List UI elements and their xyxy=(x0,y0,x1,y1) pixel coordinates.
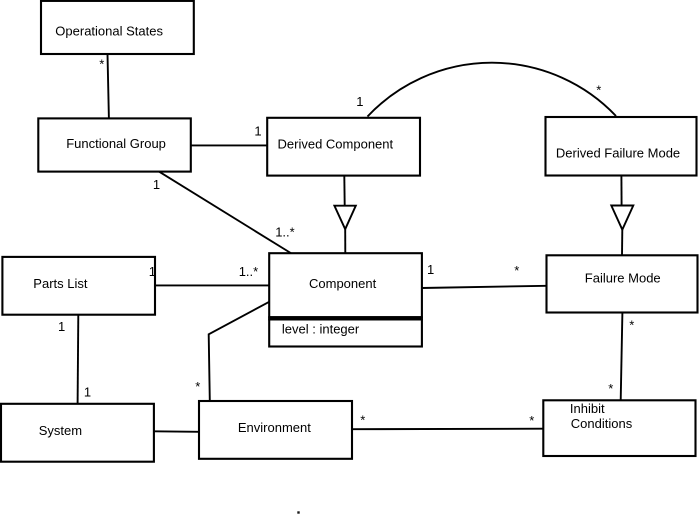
svg-text:*: * xyxy=(195,379,200,394)
svg-text:1..*: 1..* xyxy=(239,264,259,279)
svg-text:1: 1 xyxy=(149,264,156,279)
svg-text:1: 1 xyxy=(153,177,160,192)
svg-text:*: * xyxy=(99,57,104,72)
svg-text:1: 1 xyxy=(58,319,65,334)
svg-text:Environment: Environment xyxy=(238,420,311,435)
svg-text:Failure Mode: Failure Mode xyxy=(585,271,661,286)
svg-text:Conditions: Conditions xyxy=(571,416,633,431)
svg-text:1: 1 xyxy=(427,262,434,277)
svg-text:Functional Group: Functional Group xyxy=(66,136,166,151)
svg-text:*: * xyxy=(360,413,365,428)
svg-text:Component: Component xyxy=(309,276,377,291)
svg-text:1..*: 1..* xyxy=(275,225,295,240)
svg-text:*: * xyxy=(596,82,601,97)
svg-text:*: * xyxy=(514,263,519,278)
svg-text:level : integer: level : integer xyxy=(282,322,360,337)
svg-text:*: * xyxy=(629,318,634,333)
svg-text:1: 1 xyxy=(254,124,261,139)
svg-text:Parts List: Parts List xyxy=(33,276,88,291)
svg-text:Derived Component: Derived Component xyxy=(278,137,394,152)
svg-text:Operational States: Operational States xyxy=(55,23,163,38)
svg-text:Inhibit: Inhibit xyxy=(570,401,605,416)
svg-text:1: 1 xyxy=(84,384,91,399)
svg-text:*: * xyxy=(608,381,613,396)
svg-text:*: * xyxy=(529,413,534,428)
svg-text:Derived Failure Mode: Derived Failure Mode xyxy=(556,146,680,161)
svg-text:1: 1 xyxy=(356,94,363,109)
svg-text:System: System xyxy=(39,423,82,438)
